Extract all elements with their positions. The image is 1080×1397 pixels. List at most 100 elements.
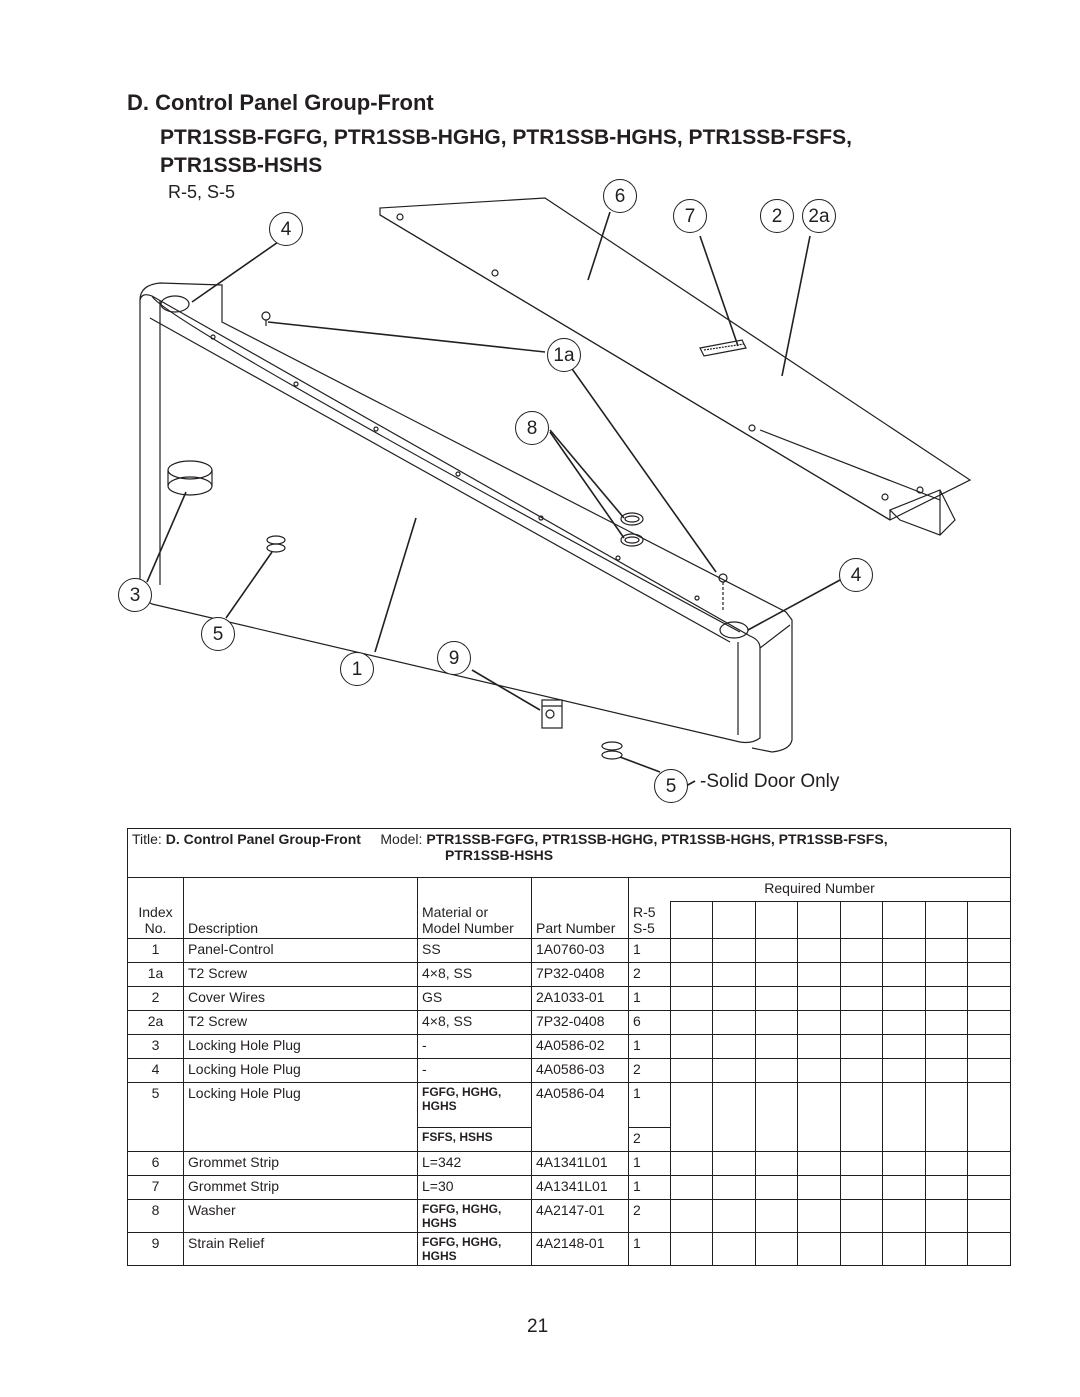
row-material: 4×8, SS [417, 961, 532, 987]
hdr-s5: S-5 [633, 919, 655, 936]
row-description: Grommet Strip [183, 1174, 418, 1200]
callout-7: 7 [673, 199, 707, 233]
table-row: 5 Locking Hole Plug FGFG, HGHG, HGHS 4A0… [127, 1081, 1012, 1152]
row-index: 1 [127, 937, 184, 963]
hdr-index: Index [138, 903, 173, 920]
row-index: 9 [127, 1231, 184, 1266]
row-index: 6 [127, 1150, 184, 1176]
callout-2a: 2a [802, 199, 836, 233]
row-description: Locking Hole Plug [183, 1033, 418, 1059]
callout-5-left: 5 [201, 617, 235, 651]
row-description: T2 Screw [183, 961, 418, 987]
title-value: D. Control Panel Group-Front [165, 831, 361, 847]
row-quantity: 1 [628, 937, 671, 963]
solid-door-note: -Solid Door Only [700, 771, 840, 792]
row-index: 5 [127, 1081, 184, 1152]
row-material: 4×8, SS [417, 1009, 532, 1035]
callout-8: 8 [515, 411, 549, 445]
row-description: Panel-Control [183, 937, 418, 963]
row-part-number: 4A2148-01 [531, 1231, 629, 1266]
callout-5-solid-door: 5 [654, 769, 688, 803]
row-part-number: 4A1341L01 [531, 1174, 629, 1200]
page-title: D. Control Panel Group-Front [127, 90, 434, 115]
callout-4-left: 4 [269, 212, 303, 246]
hdr-material: Material or [422, 903, 489, 920]
callout-1a: 1a [547, 338, 581, 372]
row-part-number: 7P32-0408 [531, 1009, 629, 1035]
row-index: 8 [127, 1198, 184, 1233]
t2-screw-part [261, 311, 728, 612]
row-part-number: 4A2147-01 [531, 1198, 629, 1233]
exploded-diagram [139, 197, 972, 787]
table-row: 6 Grommet Strip L=342 4A1341L01 1 [127, 1150, 1012, 1176]
row-index: 4 [127, 1057, 184, 1083]
row-quantity: 2 [628, 1198, 671, 1233]
row-material: L=30 [417, 1174, 532, 1200]
row-quantity: 1 [628, 1150, 671, 1176]
model-list-line1: PTR1SSB-FGFG, PTR1SSB-HGHG, PTR1SSB-HGHS… [160, 126, 852, 149]
panel-control-part [139, 282, 793, 753]
model-value: PTR1SSB-FGFG, PTR1SSB-HGHG, PTR1SSB-HGHS… [426, 831, 888, 847]
row-material: GS [417, 985, 532, 1011]
table-row: 1 Panel-Control SS 1A0760-03 1 [127, 937, 1012, 963]
model-list-line2: PTR1SSB-HSHS [160, 154, 323, 177]
row-part-number: 1A0760-03 [531, 937, 629, 963]
row-part-number: 2A1033-01 [531, 985, 629, 1011]
table-row: 7 Grommet Strip L=30 4A1341L01 1 [127, 1174, 1012, 1200]
hdr-description: Description [183, 877, 418, 939]
row-material: - [417, 1057, 532, 1083]
row-material: FGFG, HGHG, [422, 1234, 502, 1249]
row-material: FGFG, HGHG, [422, 1201, 502, 1216]
row-part-number: 4A0586-02 [531, 1033, 629, 1059]
row-description: Locking Hole Plug [183, 1057, 418, 1083]
row-index: 7 [127, 1174, 184, 1200]
row-description: Grommet Strip [183, 1150, 418, 1176]
row-material: L=342 [417, 1150, 532, 1176]
row-quantity: 2 [628, 1057, 671, 1083]
callout-4-right: 4 [839, 558, 873, 592]
row-quantity: 2 [628, 961, 671, 987]
table-row: 8 Washer FGFG, HGHG, HGHS 4A2147-01 2 [127, 1198, 1012, 1233]
row-material: - [417, 1033, 532, 1059]
callout-9: 9 [437, 641, 471, 675]
strain-relief-part [541, 699, 563, 729]
row-material-cont: HGHS [422, 1248, 457, 1263]
row-quantity: 1 [628, 1033, 671, 1059]
model-value-line2: PTR1SSB-HSHS [445, 847, 554, 863]
row-index: 2 [127, 985, 184, 1011]
row-index: 3 [127, 1033, 184, 1059]
model-label: Model: [380, 831, 423, 847]
model-list: PTR1SSB-FGFG, PTR1SSB-HGHG, PTR1SSB-HGHS… [160, 124, 1040, 180]
cover-wires-part [379, 197, 972, 536]
row-quantity: 1 [628, 1174, 671, 1200]
table-row: 1a T2 Screw 4×8, SS 7P32-0408 2 [127, 961, 1012, 987]
table-row: 2 Cover Wires GS 2A1033-01 1 [127, 985, 1012, 1011]
row-material-cont: HGHS [422, 1098, 457, 1113]
callout-3: 3 [118, 578, 152, 612]
row-quantity: 1 [628, 1231, 671, 1266]
variant-label: R-5, S-5 [168, 182, 236, 202]
row-material-alt: FSFS, HSHS [417, 1126, 532, 1152]
callout-1: 1 [340, 652, 374, 686]
parts-table: Title: D. Control Panel Group-Front Mode… [126, 828, 1012, 1266]
table-title-row: Title: D. Control Panel Group-Front Mode… [126, 828, 1012, 878]
table-row-sub: FSFS, HSHS 2 [128, 1126, 1011, 1152]
callout-2: 2 [760, 199, 794, 233]
table-row: 2a T2 Screw 4×8, SS 7P32-0408 6 [127, 1009, 1012, 1035]
callout-6: 6 [603, 179, 637, 213]
table-row: 9 Strain Relief FGFG, HGHG, HGHS 4A2148-… [127, 1231, 1012, 1266]
row-description: Cover Wires [183, 985, 418, 1011]
row-quantity: 6 [628, 1009, 671, 1035]
leader-lines [146, 211, 841, 787]
table-row: 3 Locking Hole Plug - 4A0586-02 1 [127, 1033, 1012, 1059]
hdr-required-number: Required Number [627, 877, 1012, 902]
table-row: 4 Locking Hole Plug - 4A0586-03 2 [127, 1057, 1012, 1083]
locking-hole-plug-3-part [167, 460, 213, 496]
row-part-number: 4A0586-04 [531, 1081, 629, 1152]
row-material: FGFG, HGHG, [422, 1084, 502, 1099]
row-quantity: 1 [628, 985, 671, 1011]
row-description: T2 Screw [183, 1009, 418, 1035]
title-label: Title: [132, 831, 162, 847]
row-part-number: 4A1341L01 [531, 1150, 629, 1176]
page-number: 21 [527, 1316, 549, 1337]
